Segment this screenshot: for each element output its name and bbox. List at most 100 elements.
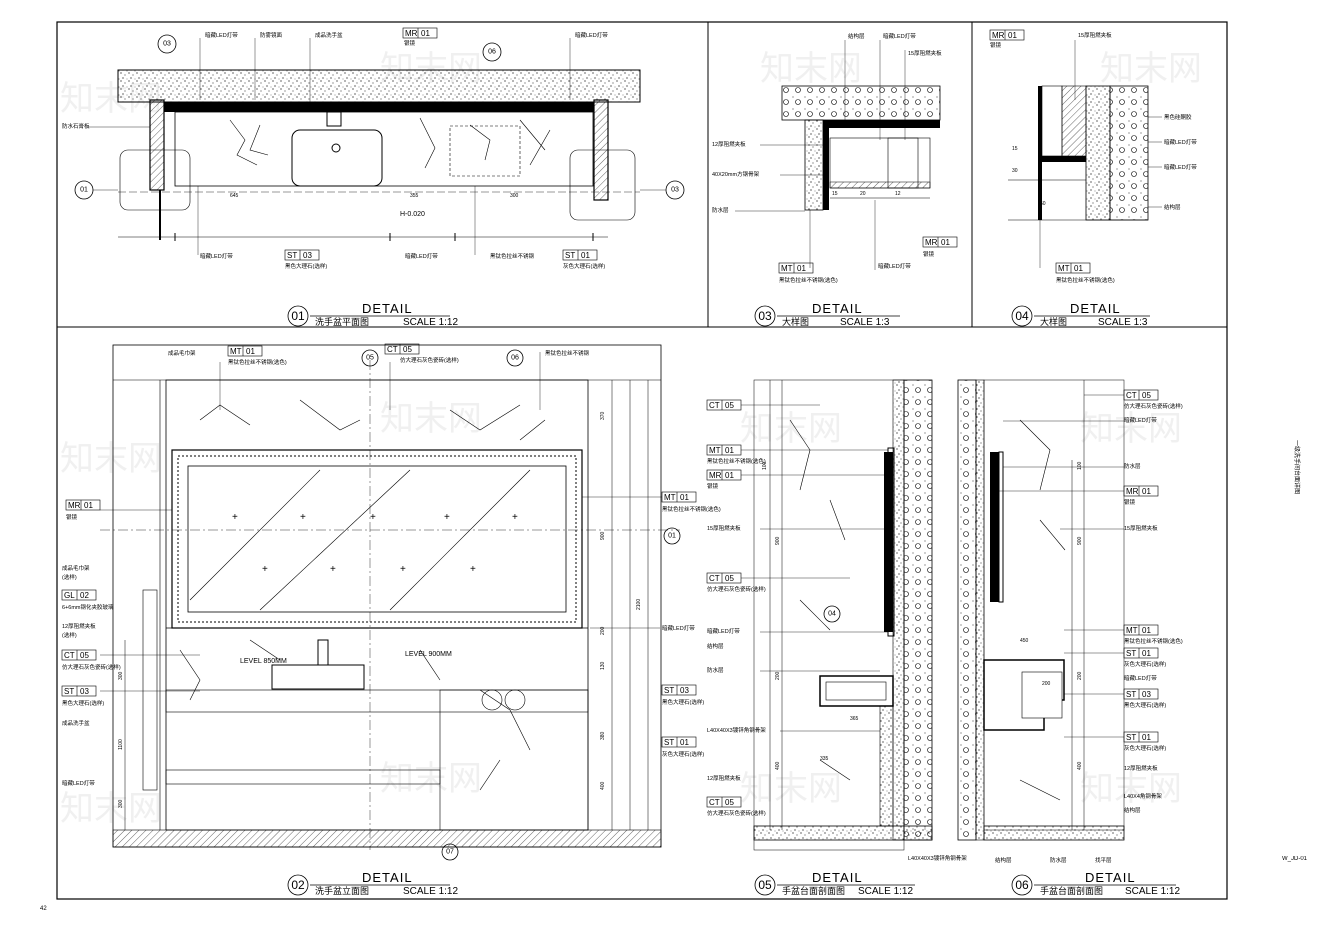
tag-st01-p06: ST 01 灰色大理石(选样): [1123, 647, 1166, 668]
svg-text:15厚阻燃夹板: 15厚阻燃夹板: [1124, 524, 1158, 532]
svg-text:200: 200: [600, 626, 606, 635]
svg-text:CT: CT: [709, 574, 720, 583]
tag-ct05-p06: CT 05 仿大理石灰色瓷砖(选样): [1123, 389, 1183, 410]
tag-ct05-p05-2: CT 05 仿大理石灰色瓷砖(选样): [706, 572, 766, 593]
svg-text:20: 20: [860, 191, 866, 197]
svg-text:MR: MR: [992, 31, 1005, 40]
callout-05-p02: 05: [361, 349, 379, 367]
svg-text:05: 05: [403, 345, 412, 354]
svg-text:01: 01: [941, 238, 950, 247]
svg-text:ST: ST: [664, 738, 674, 747]
svg-text:07: 07: [446, 849, 454, 856]
svg-text:12: 12: [895, 191, 901, 197]
sheet-number: W_JD-01: [1282, 856, 1308, 862]
svg-text:ST: ST: [287, 251, 297, 260]
callout-04-p05: 04: [823, 605, 841, 623]
svg-text:CT: CT: [1126, 391, 1137, 400]
svg-text:LEVEL 850MM: LEVEL 850MM: [240, 658, 287, 665]
svg-text:知末网: 知末网: [60, 440, 162, 478]
svg-text:DETAIL: DETAIL: [362, 301, 413, 316]
svg-text:暗藏LED灯带: 暗藏LED灯带: [662, 624, 695, 632]
svg-text:+: +: [400, 564, 406, 575]
svg-text:黑钛色拉丝不锈钢(选色): 黑钛色拉丝不锈钢(选色): [228, 358, 287, 366]
svg-text:365: 365: [850, 716, 859, 722]
tag-st03-p02-left: ST 03 黑色大理石(选样): [61, 685, 104, 707]
svg-text:03: 03: [671, 187, 679, 194]
svg-text:400: 400: [1077, 761, 1083, 770]
svg-text:04: 04: [828, 611, 836, 618]
svg-text:暗藏LED灯带: 暗藏LED灯带: [878, 262, 911, 270]
svg-text:银镜: 银镜: [66, 513, 78, 521]
svg-text:130: 130: [600, 661, 606, 670]
tag-st01-p02-right: ST 01 灰色大理石(选样): [661, 736, 704, 758]
svg-text:900: 900: [600, 531, 606, 540]
svg-text:防水层: 防水层: [1124, 462, 1141, 470]
svg-text:MT: MT: [709, 446, 721, 455]
svg-text:黑钛色拉丝不锈钢(选色): 黑钛色拉丝不锈钢(选色): [779, 276, 838, 284]
svg-text:06: 06: [1015, 878, 1029, 892]
svg-text:01: 01: [1142, 649, 1151, 658]
svg-text:06: 06: [511, 355, 519, 362]
svg-text:40X20mm方钢骨架: 40X20mm方钢骨架: [712, 170, 760, 178]
callout-01-p02: 01: [663, 527, 681, 545]
svg-text:(选样): (选样): [62, 631, 77, 639]
svg-text:06: 06: [488, 49, 496, 56]
svg-text:SCALE 1:12: SCALE 1:12: [403, 317, 458, 328]
svg-text:200: 200: [775, 671, 781, 680]
svg-text:成品毛巾架: 成品毛巾架: [168, 349, 196, 357]
svg-text:05: 05: [1142, 391, 1151, 400]
svg-text:大样图: 大样图: [1040, 316, 1067, 327]
svg-text:6+6mm钢化夹胶玻璃: 6+6mm钢化夹胶玻璃: [62, 603, 114, 611]
svg-text:MT: MT: [781, 264, 793, 273]
svg-text:仿大理石灰色瓷砖(选样): 仿大理石灰色瓷砖(选样): [62, 663, 121, 671]
svg-text:+: +: [512, 512, 518, 523]
svg-text:黑色大理石(选样): 黑色大理石(选样): [1124, 701, 1166, 709]
svg-text:100: 100: [1077, 461, 1083, 470]
svg-text:12厚阻燃夹板: 12厚阻燃夹板: [712, 140, 746, 148]
svg-text:03: 03: [163, 41, 171, 48]
svg-text:15厚阻燃夹板: 15厚阻燃夹板: [707, 524, 741, 532]
svg-text:02: 02: [291, 878, 305, 892]
svg-text:12厚阻燃夹板: 12厚阻燃夹板: [707, 774, 741, 782]
svg-text:900: 900: [775, 536, 781, 545]
svg-text:银镜: 银镜: [404, 39, 416, 47]
svg-text:防水石膏板: 防水石膏板: [62, 122, 90, 130]
svg-text:灰色大理石(选样): 灰色大理石(选样): [662, 750, 704, 758]
tag-mr01: MR 01 银镜: [402, 27, 438, 47]
svg-text:05: 05: [725, 798, 734, 807]
corner-mark: 42: [40, 906, 47, 912]
svg-text:MR: MR: [709, 471, 722, 480]
svg-text:结构层: 结构层: [995, 856, 1012, 864]
svg-text:SCALE 1:3: SCALE 1:3: [840, 317, 890, 328]
svg-text:SCALE 1:3: SCALE 1:3: [1098, 317, 1148, 328]
svg-text:200: 200: [1042, 681, 1051, 687]
svg-text:645: 645: [230, 193, 239, 199]
svg-text:12厚阻燃夹板: 12厚阻燃夹板: [1124, 764, 1158, 772]
svg-text:成品洗手盆: 成品洗手盆: [62, 719, 90, 727]
svg-text:01: 01: [84, 501, 93, 510]
panel-03-detail: 15 20 12 结构层 暗藏LED灯带 15厚阻燃夹板 12厚阻燃夹板 40X…: [712, 32, 958, 284]
svg-text:银镜: 银镜: [990, 41, 1002, 49]
svg-text:黑钛色拉丝不锈钢(选色): 黑钛色拉丝不锈钢(选色): [662, 505, 721, 513]
panel-04-detail: 15 30 50 15厚阻燃夹板 黑色硅酮胶 暗藏LED灯带 暗藏LED灯带 结…: [989, 29, 1197, 284]
svg-text:GL: GL: [64, 591, 75, 600]
tag-mt01-p04: MT 01 黑钛色拉丝不锈钢(选色): [1055, 262, 1115, 284]
svg-text:暗藏LED灯带: 暗藏LED灯带: [1124, 416, 1157, 424]
svg-text:2100: 2100: [636, 599, 642, 610]
svg-text:MT: MT: [1058, 264, 1070, 273]
svg-text:暗藏LED灯带: 暗藏LED灯带: [883, 32, 916, 40]
svg-text:L40X40X3镀锌角钢骨架: L40X40X3镀锌角钢骨架: [707, 726, 766, 734]
svg-text:灰色大理石(选样): 灰色大理石(选样): [1124, 660, 1166, 668]
tag-mt01-p06: MT 01 黑钛色拉丝不锈钢(选色): [1123, 624, 1183, 645]
svg-text:大样图: 大样图: [782, 316, 809, 327]
svg-text:知末网: 知末网: [380, 400, 482, 438]
tag-mt01-p05: MT 01 黑钛色拉丝不锈钢(选色): [706, 444, 766, 465]
svg-text:15: 15: [1012, 146, 1018, 152]
svg-text:H-0.020: H-0.020: [400, 211, 425, 218]
svg-text:01: 01: [1074, 264, 1083, 273]
svg-text:DETAIL: DETAIL: [1070, 301, 1121, 316]
svg-text:335: 335: [820, 756, 829, 762]
svg-text:(选样): (选样): [62, 573, 77, 581]
svg-text:结构层: 结构层: [1164, 203, 1181, 211]
svg-text:DETAIL: DETAIL: [812, 301, 863, 316]
